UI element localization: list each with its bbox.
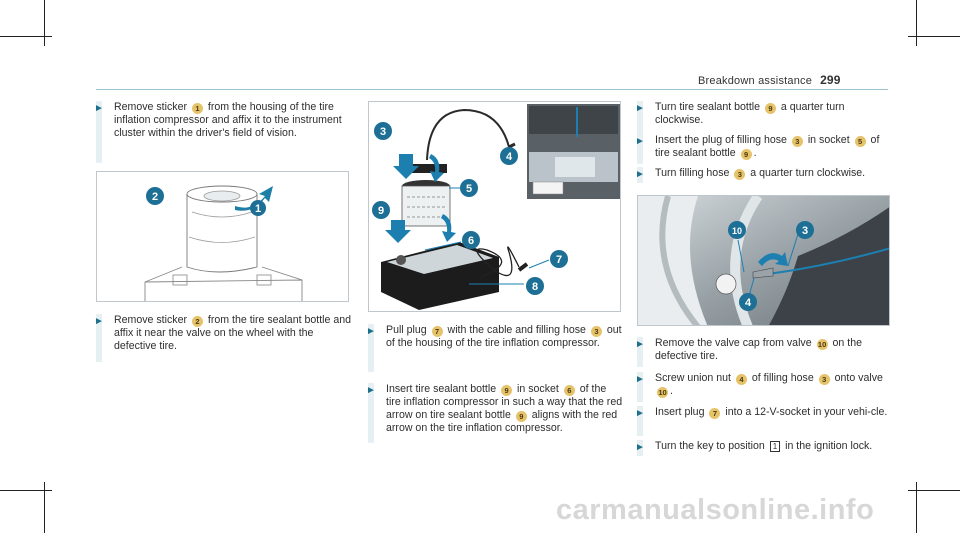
callout-label: 7 xyxy=(556,254,562,266)
callout-label: 3 xyxy=(802,225,808,237)
callout-number: 9 xyxy=(515,411,527,422)
page-header: Breakdown assistance 299 xyxy=(698,73,841,87)
callout-number: 3 xyxy=(590,326,602,337)
bullet-arrow-icon: ► xyxy=(94,316,104,327)
bullet-arrow-icon: ► xyxy=(635,374,645,385)
instruction-step: ► Pull plug 7 with the cable and filling… xyxy=(366,324,623,372)
crop-mark xyxy=(0,490,52,491)
callout-number: 5 xyxy=(854,136,866,147)
bullet-arrow-icon: ► xyxy=(635,339,645,350)
callout-number: 10 xyxy=(816,339,828,350)
callout-label: 8 xyxy=(532,281,538,293)
instruction-step: ► Turn filling hose 3 a quarter turn clo… xyxy=(635,167,892,183)
valve-connection-photo: 10 3 4 xyxy=(638,196,889,325)
bullet-arrow-icon: ► xyxy=(366,326,376,337)
instruction-step: ► Remove the valve cap from valve 10 on … xyxy=(635,337,892,367)
callout-number: 3 xyxy=(734,169,746,180)
section-title: Breakdown assistance xyxy=(698,75,813,87)
callout-number: 9 xyxy=(501,385,513,396)
callout-label: 2 xyxy=(152,191,158,203)
watermark: carmanualsonline.info xyxy=(556,494,875,526)
bullet-arrow-icon: ► xyxy=(635,103,645,114)
crop-mark xyxy=(44,0,45,46)
bullet-arrow-icon: ► xyxy=(366,385,376,396)
instruction-step: ► Screw union nut 4 of filling hose 3 on… xyxy=(635,372,892,402)
compressor-illustration: 2 1 xyxy=(144,185,303,301)
callout-label: 5 xyxy=(466,183,472,195)
callout-number: 1 xyxy=(191,103,203,114)
instruction-step: ► Insert the plug of filling hose 3 in s… xyxy=(635,134,892,164)
callout-label: 6 xyxy=(468,235,474,247)
callout-number: 2 xyxy=(191,316,203,327)
callout-label: 9 xyxy=(378,205,384,217)
bullet-arrow-icon: ► xyxy=(635,408,645,419)
callout-label: 3 xyxy=(380,126,386,138)
callout-number: 9 xyxy=(740,149,752,160)
bullet-arrow-icon: ► xyxy=(635,136,645,147)
callout-number: 3 xyxy=(818,374,830,385)
callout-number: 7 xyxy=(431,326,443,337)
callout-number: 7 xyxy=(709,408,721,419)
figure-compressor-sticker: 2 1 xyxy=(96,171,349,302)
callout-label: 1 xyxy=(255,203,261,215)
crop-mark xyxy=(908,490,960,491)
callout-label: 10 xyxy=(732,226,742,236)
bullet-arrow-icon: ► xyxy=(635,169,645,180)
instruction-step: ► Remove sticker 1 from the housing of t… xyxy=(94,101,351,163)
crop-mark xyxy=(908,36,960,37)
callout-label: 4 xyxy=(506,151,513,163)
figure-valve-connection: 10 3 4 xyxy=(637,195,890,326)
instruction-step: ► Remove sticker 2 from the tire sealant… xyxy=(94,314,351,362)
figure-compressor-assembly: 3 4 5 9 6 7 8 xyxy=(368,101,621,312)
crop-mark xyxy=(44,482,45,533)
callout-number: 6 xyxy=(563,385,575,396)
bullet-arrow-icon: ► xyxy=(94,103,104,114)
crop-mark xyxy=(916,0,917,46)
instruction-step: ► Turn the key to position 1 in the igni… xyxy=(635,440,892,456)
instruction-step: ► Turn tire sealant bottle 9 a quarter t… xyxy=(635,101,892,135)
callout-number: 4 xyxy=(735,374,747,385)
bullet-arrow-icon: ► xyxy=(635,442,645,453)
header-rule xyxy=(96,89,888,90)
compressor-assembly-illustration: 3 4 5 9 6 7 8 xyxy=(369,102,620,311)
callout-number: 9 xyxy=(764,103,776,114)
callout-number: 3 xyxy=(791,136,803,147)
crop-mark xyxy=(916,482,917,533)
instruction-step: ► Insert plug 7 into a 12-V-socket in yo… xyxy=(635,406,892,436)
instruction-step: ► Insert tire sealant bottle 9 in socket… xyxy=(366,383,623,443)
callout-number: 10 xyxy=(657,387,668,398)
page-number: 299 xyxy=(820,73,841,87)
crop-mark xyxy=(0,36,52,37)
key-position-icon: 1 xyxy=(769,441,781,452)
callout-label: 4 xyxy=(745,297,752,309)
